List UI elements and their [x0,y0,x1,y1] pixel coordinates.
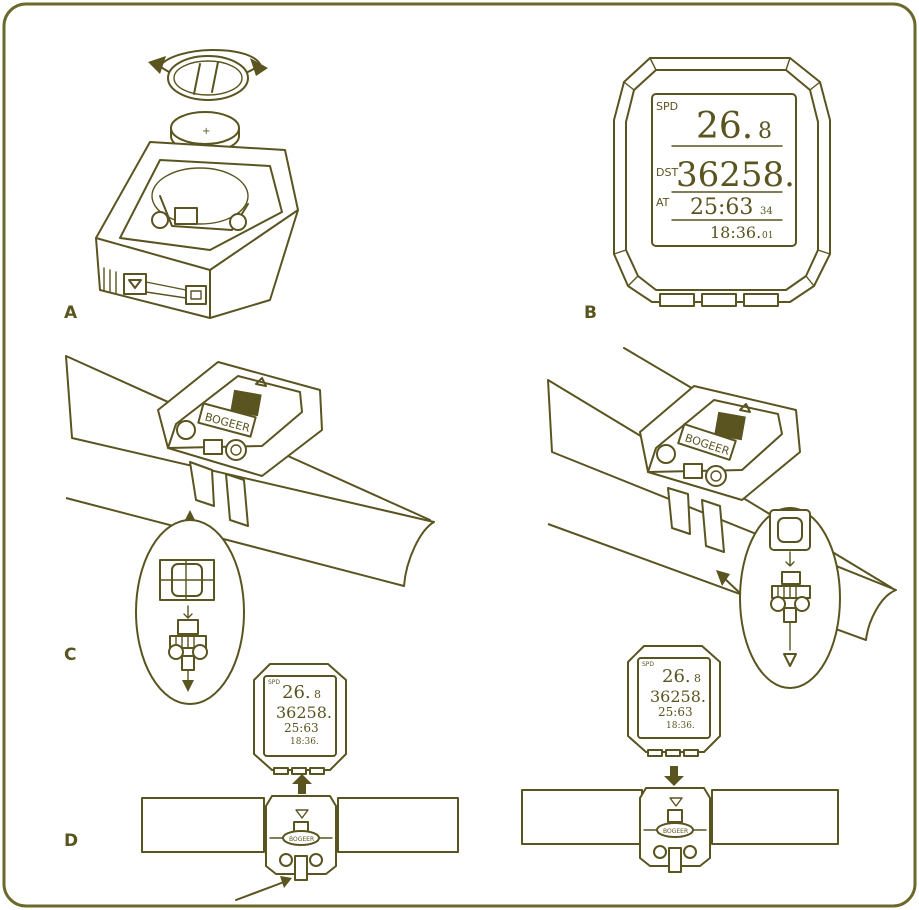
svg-text:+: + [202,126,210,137]
display-clock-value: 18:36. [710,223,761,242]
arrow-down-icon [664,766,684,786]
mount-brand-d-left: BOGEER [289,836,314,843]
panel-label-c: C [64,645,76,665]
display-at-small: 34 [760,206,773,217]
display-spd-decimal: 8 [758,119,772,144]
small-spd-label-left: SPD [268,679,280,686]
small-spd-decimal-right: 8 [694,672,701,685]
panel-d-left: SPD 26. 8 36258. 25:63 18:36. BOGEER D [64,663,459,901]
strap-left [141,797,265,853]
zoom-detail-left [135,510,245,705]
panel-b-display: SPD 26. 8 DST 36258. AT 25:63 34 18:36. … [584,57,831,323]
panel-label-a: A [64,303,78,323]
small-at-value-right: 25:63 [658,705,693,719]
coin-battery-icon: + [170,111,240,153]
panel-d-right: SPD 26. 8 36258. 25:63 18:36. BOGEER [521,645,839,873]
display-spd-value: 26. [696,106,753,147]
small-spd-decimal-left: 8 [314,688,321,701]
display-dst-label: DST [656,166,678,179]
panel-a-mount-battery: + A [64,49,299,323]
panel-c-right-mount-on-bar: BOGEER [547,347,897,689]
panel-label-d: D [64,831,78,851]
small-clock-value-right: 18:36. [666,721,695,731]
rotate-arrow-icon [148,49,268,81]
display-screen [651,93,797,247]
mount-brand-d-right: BOGEER [663,828,688,835]
small-dst-value-left: 36258. [276,703,332,722]
small-spd-value-left: 26. [282,682,311,703]
arrow-up-icon [292,774,312,794]
zoom-detail-right [716,507,841,689]
display-button-left [659,293,695,307]
display-button-right [743,293,779,307]
display-spd-label: SPD [656,100,678,113]
strap-right [521,789,643,845]
panel-c-left-mount-on-bar: BOGEER C [64,355,435,705]
small-clock-value-left: 18:36. [290,737,319,747]
small-dst-value-right: 36258. [650,687,706,706]
display-clock-small: 01 [762,231,773,241]
display-button-middle [701,293,737,307]
display-at-label: AT [656,196,670,209]
panel-label-b: B [584,303,597,323]
display-dst-value: 36258. [676,155,795,195]
small-at-value-left: 25:63 [284,721,319,735]
display-at-value: 25:63 [690,195,753,220]
battery-cover-icon [167,55,249,101]
small-spd-value-right: 26. [662,666,691,687]
small-spd-label-right: SPD [642,661,654,668]
mount-body [95,141,299,319]
handlebar-left [65,355,435,587]
